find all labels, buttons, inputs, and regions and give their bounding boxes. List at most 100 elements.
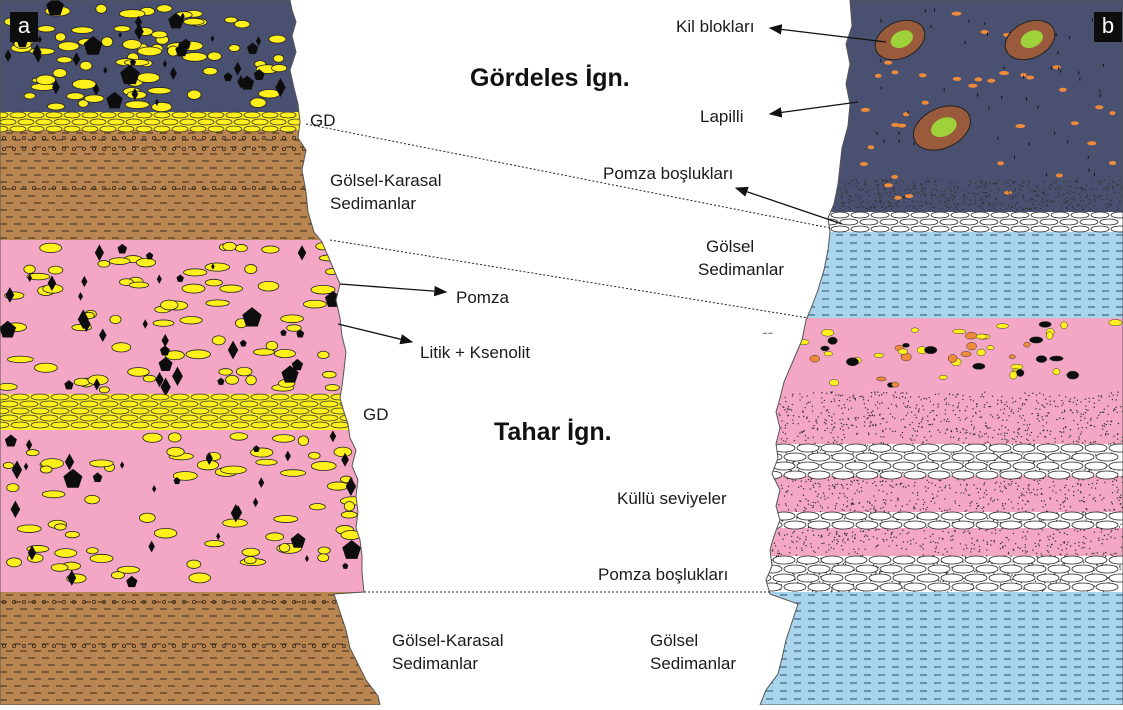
ash-dot (1009, 193, 1010, 194)
ash-dot (1110, 421, 1111, 422)
pumice-clast (74, 378, 90, 386)
ash-dot (821, 397, 822, 398)
ash-dot (789, 547, 790, 548)
ash-dot (873, 536, 874, 537)
ash-dot (893, 573, 894, 574)
ash-dot (1023, 531, 1024, 532)
ash-dot (1019, 415, 1020, 416)
ash-dot (1085, 512, 1086, 513)
pumice-clast (877, 377, 887, 381)
ash-dot (888, 195, 889, 196)
ash-dot (951, 471, 952, 472)
ash-dot (1068, 582, 1069, 583)
ash-dot (1113, 509, 1114, 510)
ash-dot (871, 504, 872, 505)
ash-dot (986, 402, 987, 403)
ash-dot (1099, 195, 1100, 196)
ash-dot (936, 495, 937, 496)
ash-dot (895, 505, 896, 506)
ash-dot (1087, 194, 1088, 195)
ash-dot (1081, 190, 1082, 191)
ash-dot (1005, 182, 1006, 183)
ash-dot (920, 183, 921, 184)
ash-dot (1101, 499, 1102, 500)
ash-dot (1056, 581, 1057, 582)
ash-dot (981, 508, 982, 509)
ash-dot (1028, 488, 1029, 489)
ash-dot (1085, 190, 1086, 191)
ash-dot (1001, 396, 1002, 397)
ash-dot (1055, 492, 1056, 493)
ash-dot (869, 503, 870, 504)
ash-dot (930, 542, 931, 543)
ash-dot (877, 185, 878, 186)
pumice-clast (1009, 355, 1015, 359)
ash-dot (1050, 188, 1051, 189)
ash-dot (1108, 534, 1109, 535)
ash-dot (1119, 180, 1120, 181)
ash-dot (819, 483, 820, 484)
ash-dot (1119, 566, 1120, 567)
ash-dot (811, 479, 812, 480)
ash-dot (834, 478, 835, 479)
ash-dot (860, 531, 861, 532)
ash-dot (813, 437, 814, 438)
ash-dot (956, 186, 957, 187)
ash-dot (1028, 501, 1029, 502)
ash-dot (1090, 188, 1091, 189)
ash-dot (1004, 408, 1005, 409)
ash-dot (1074, 543, 1075, 544)
pumice-lens (11, 422, 29, 428)
pumice-lens (71, 422, 89, 428)
ash-dot (1049, 185, 1050, 186)
ash-dot (807, 572, 808, 573)
ash-dot (903, 486, 904, 487)
ash-dot (873, 495, 874, 496)
ash-dot (852, 532, 853, 533)
ash-dot (801, 396, 802, 397)
ash-dot (826, 393, 827, 394)
ash-dot (882, 430, 883, 431)
ash-dot (953, 452, 954, 453)
ash-dot (932, 533, 933, 534)
ash-dot (1098, 181, 1099, 182)
pumice-lens (111, 394, 129, 400)
ash-dot (1067, 542, 1068, 543)
ash-dot (875, 404, 876, 405)
ash-dot (858, 207, 859, 208)
ash-dot (1070, 409, 1071, 410)
ash-dot (828, 485, 829, 486)
ash-dot (1061, 187, 1062, 188)
ash-dot (1083, 414, 1084, 415)
ash-dot (896, 545, 897, 546)
pumice-lens (791, 212, 809, 218)
ash-dot (925, 490, 926, 491)
pumice-clast (898, 349, 907, 355)
ash-dot (1033, 574, 1034, 575)
ash-dot (846, 190, 847, 191)
sediment-grain (312, 136, 315, 139)
pumice-lens (831, 212, 849, 218)
ash-dot (1037, 196, 1038, 197)
pumice-lens (28, 126, 44, 132)
ash-dot (797, 505, 798, 506)
ash-dot (1117, 497, 1118, 498)
ash-dot (878, 529, 879, 530)
ash-dot (1034, 494, 1035, 495)
ash-dot (828, 479, 829, 480)
ash-dot (926, 203, 927, 204)
ash-dot (858, 483, 859, 484)
ash-dot (932, 410, 933, 411)
ash-dot (913, 539, 914, 540)
ash-dot (912, 492, 913, 493)
ash-dot (1112, 181, 1113, 182)
ash-dot (969, 396, 970, 397)
ash-dot (1095, 454, 1096, 455)
ash-dot (1085, 189, 1086, 190)
ash-dot (1082, 512, 1083, 513)
pumice-clast (281, 470, 306, 477)
pumice-lens (151, 422, 169, 428)
pumice-clast (17, 525, 41, 533)
pumice-lens (300, 415, 318, 421)
ash-dot (940, 195, 941, 196)
